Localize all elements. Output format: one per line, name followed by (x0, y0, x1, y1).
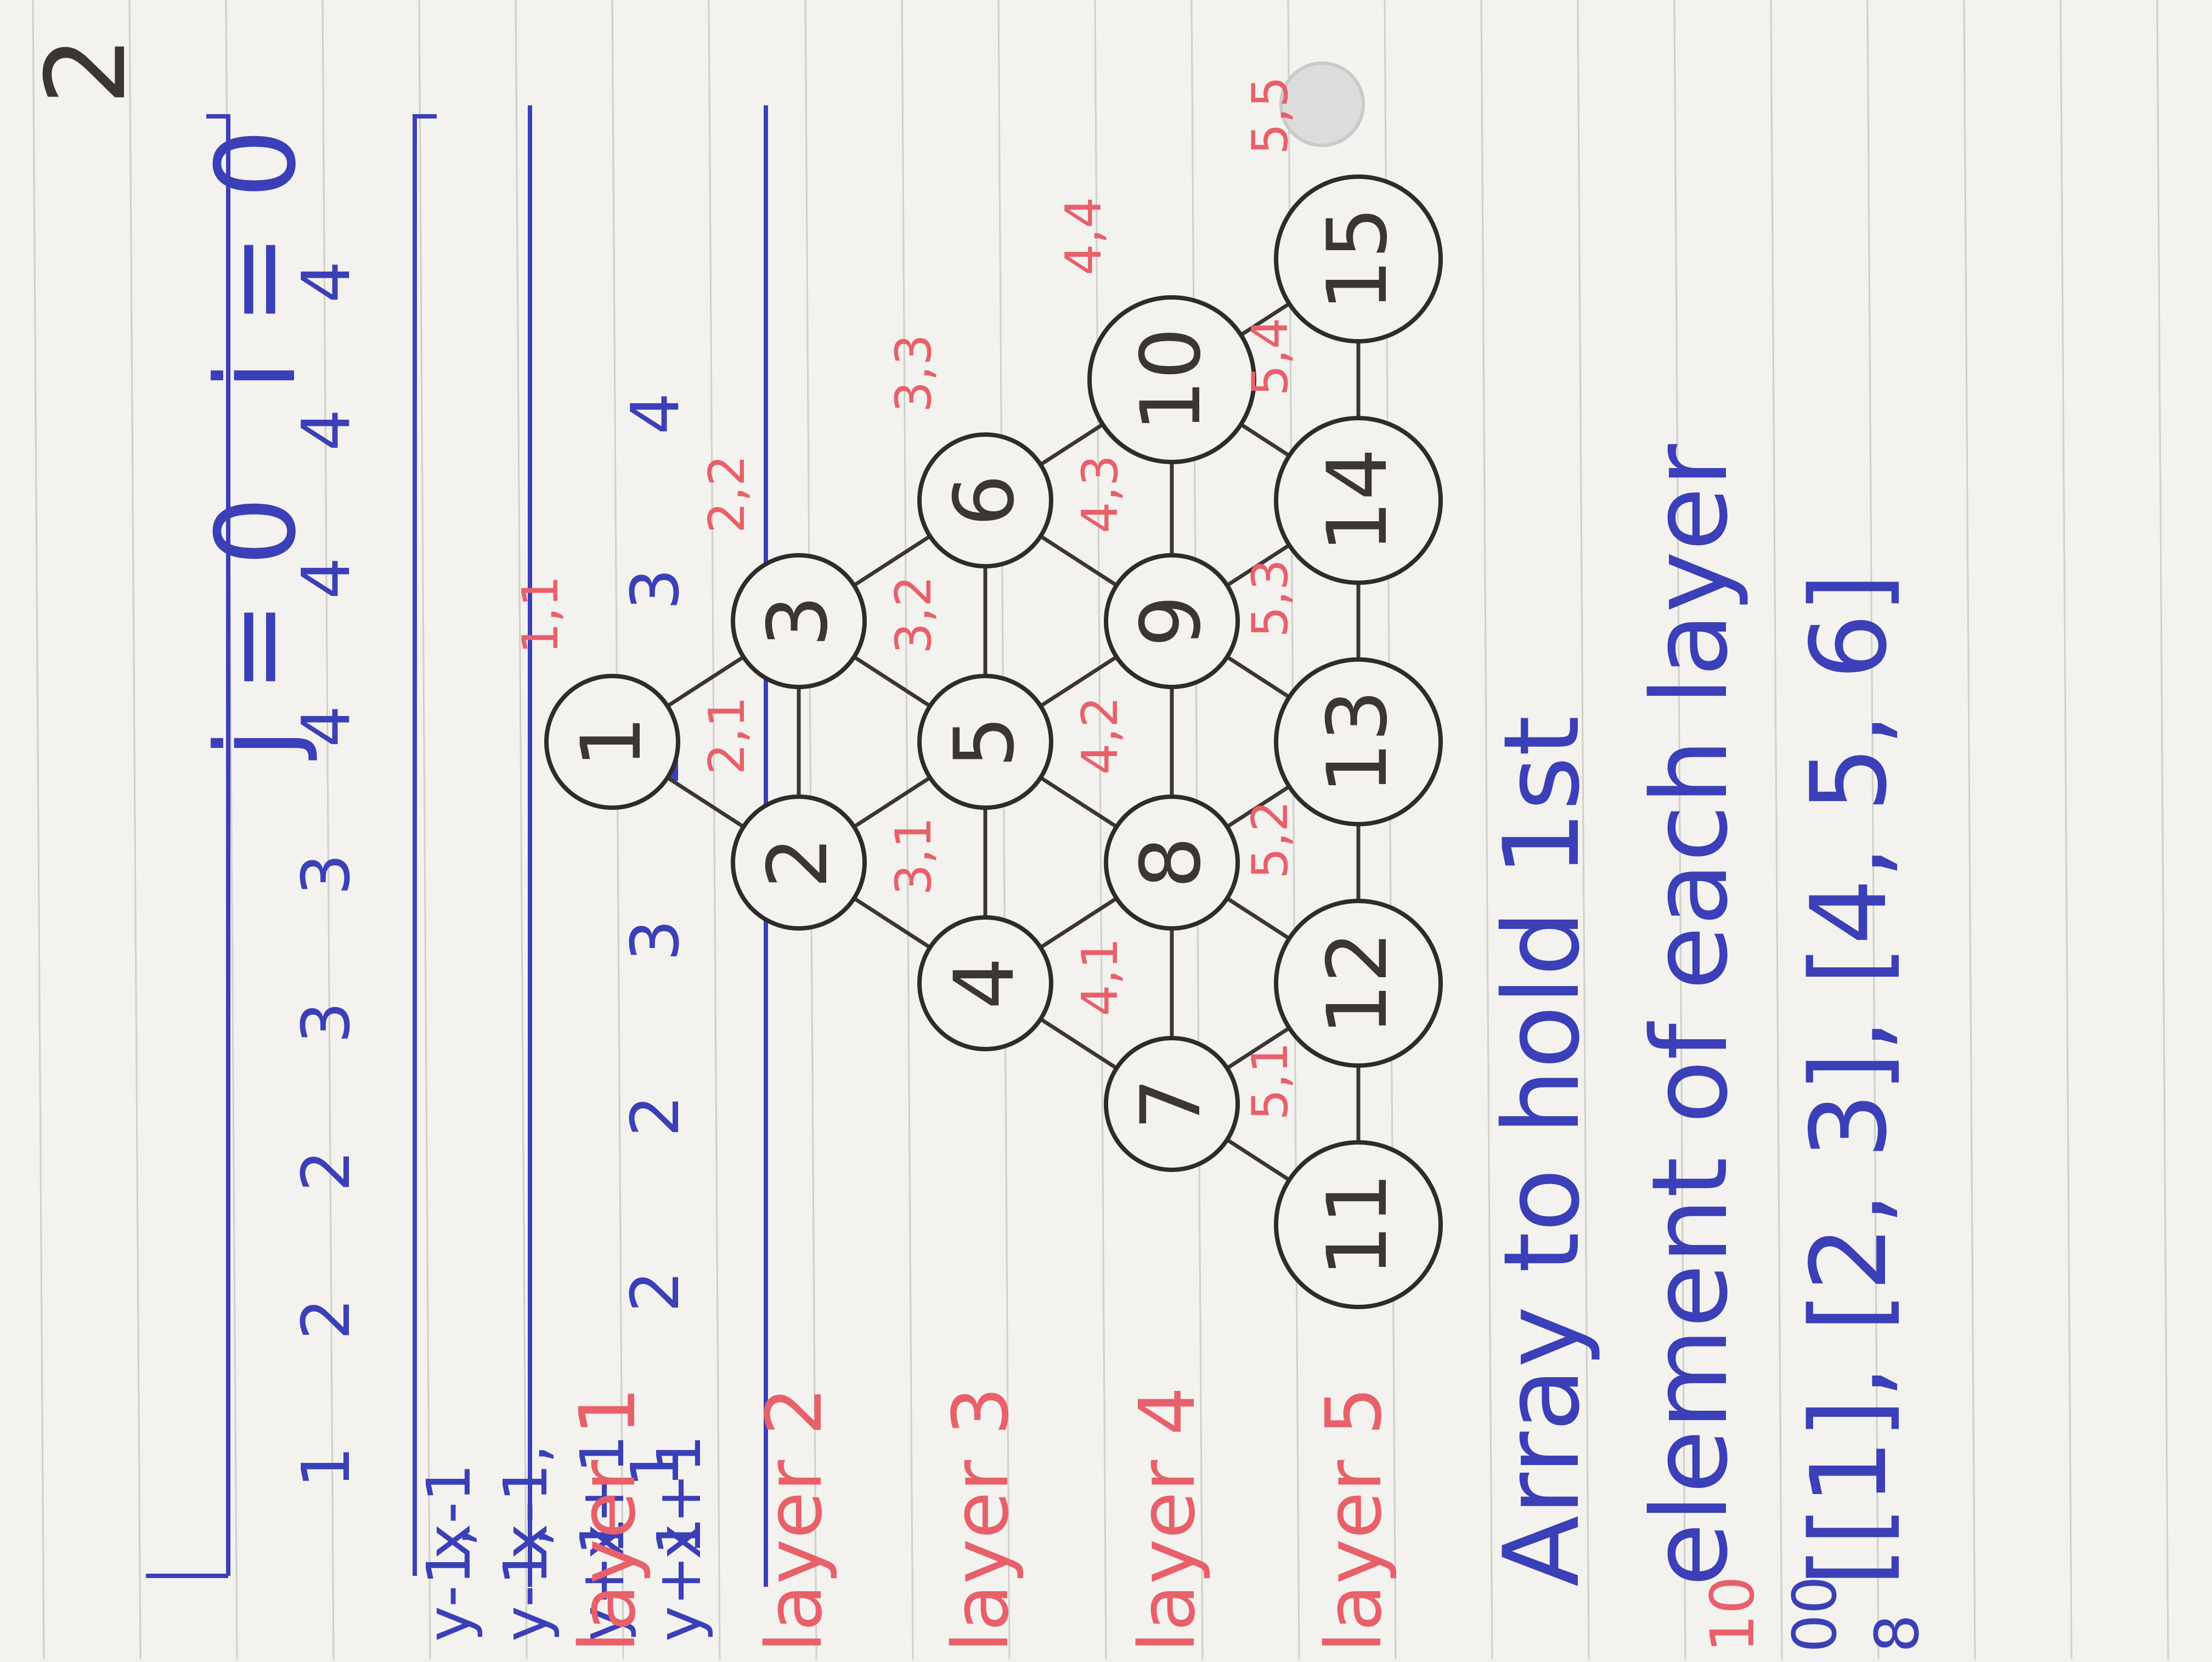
caption-line-1: Array to hold 1st (1481, 715, 1602, 1587)
bracket-top-number: 2 (289, 1150, 365, 1192)
layer-label: layer 3 (936, 1387, 1026, 1653)
node-label: 10 (1124, 328, 1219, 432)
graph-node: 155,5 (1242, 76, 1443, 343)
i-init-note: i = 0 (193, 128, 320, 391)
graph-node: 11,1 (512, 576, 680, 810)
node-label: 9 (1124, 595, 1219, 647)
layer-labels: layer 1 layer 2 layer 3 layer 4 layer 5 (563, 1387, 1399, 1653)
node-label: 15 (1310, 207, 1406, 312)
graph-node: 43,1 (885, 817, 1053, 1051)
margin-number-1: 10 (1697, 1576, 1768, 1653)
neighbor-rule: x+1 (644, 1435, 714, 1559)
graph-node: 22,1 (698, 696, 867, 931)
neighbor-rules: y-1,x-1y-1,x-1,y+1x+1y+1x+1 (414, 1435, 714, 1642)
bracket-top-number: 4 (289, 557, 365, 599)
node-coordinate: 4,4 (1055, 197, 1113, 275)
bracket-top: 1 2 2 3 3 4 4 4 4 (146, 114, 437, 1578)
graph-node: 135,3 (1242, 559, 1443, 826)
graph-node: 104,4 (1055, 197, 1256, 464)
graph-node: 84,2 (1071, 696, 1240, 931)
graph-node: 145,4 (1242, 318, 1443, 585)
node-label: 7 (1124, 1078, 1219, 1130)
bracket-bottom-number: 1 (618, 1446, 694, 1488)
node-coordinate: 4,3 (1071, 455, 1129, 533)
node-coordinate: 5,2 (1242, 801, 1299, 879)
node-coordinate: 4,2 (1071, 696, 1129, 775)
neighbor-rule: x-1, (490, 1444, 561, 1559)
node-label: 5 (937, 715, 1032, 768)
node-coordinate: 5,5 (1242, 76, 1299, 155)
graph-node: 32,2 (698, 455, 867, 689)
bracket-top-number: 3 (289, 854, 365, 895)
graph-node: 74,1 (1071, 938, 1240, 1172)
node-coordinate: 3,3 (885, 334, 943, 413)
node-label: 14 (1310, 448, 1406, 553)
node-label: 2 (751, 836, 846, 888)
graph-node: 53,2 (885, 576, 1053, 810)
node-coordinate: 3,1 (885, 817, 943, 895)
mapping-note: 2 -> 1, 3, 4, 5 (22, 0, 150, 105)
graph-node: 63,3 (885, 334, 1053, 568)
layer-label: layer 1 (563, 1387, 653, 1653)
array-literal: [[1], [2, 3], [4, 5, 6] (1788, 573, 1910, 1587)
neighbor-rule: y+1 (644, 1517, 714, 1642)
node-coordinate: 3,2 (885, 576, 943, 654)
node-label: 12 (1310, 931, 1406, 1036)
graph-node: 115,1 (1242, 1042, 1443, 1309)
margin-number-2: 00 (1780, 1576, 1850, 1653)
node-label: 8 (1124, 836, 1219, 888)
node-label: 11 (1310, 1173, 1406, 1277)
node-coordinate: 2,1 (698, 696, 756, 775)
bracket-bottom-number: 3 (618, 920, 694, 961)
neighbor-rule: y+1 (567, 1517, 637, 1642)
bracket-bottom-number: 2 (618, 1271, 694, 1312)
bracket-top-number: 3 (289, 1002, 365, 1044)
layer-label: layer 4 (1123, 1387, 1212, 1653)
neighbor-rule: x+1 (567, 1435, 637, 1559)
node-coordinate: 4,1 (1071, 938, 1129, 1016)
caption-line-2: element of each layer (1629, 443, 1751, 1587)
layer-label: layer 5 (1310, 1387, 1399, 1653)
bracket-bottom-number: 4 (618, 393, 694, 435)
node-label: 3 (751, 595, 846, 647)
node-coordinate: 5,1 (1242, 1042, 1299, 1120)
bracket-top-number: 1 (289, 1446, 365, 1488)
node-coordinate: 1,1 (512, 576, 569, 654)
graph-nodes: 11,122,132,243,153,263,374,184,294,3104,… (512, 76, 1443, 1309)
bracket-bottom-number: 2 (618, 1095, 694, 1137)
node-label: 6 (937, 474, 1032, 526)
neighbor-rule: y-1, (490, 1528, 561, 1642)
bracket-bottom-number: 3 (618, 568, 694, 610)
node-label: 4 (937, 957, 1032, 1009)
node-coordinate: 5,4 (1242, 318, 1299, 396)
neighbor-rule: x-1 (414, 1463, 484, 1559)
node-coordinate: 5,3 (1242, 559, 1299, 638)
neighbor-rule: y-1, (414, 1528, 484, 1642)
graph-node: 94,3 (1071, 455, 1240, 689)
j-init-note: j = 0 (193, 496, 320, 760)
graph-node: 125,2 (1242, 801, 1443, 1068)
layer-label: layer 2 (750, 1387, 839, 1653)
margin-number-3: 8 (1862, 1614, 1932, 1653)
node-coordinate: 2,2 (698, 455, 756, 533)
punch-hole (1279, 61, 1365, 147)
bracket-top-number: 4 (289, 409, 365, 451)
bracket-top-number: 2 (289, 1298, 365, 1340)
node-label: 13 (1310, 690, 1406, 795)
bracket-top-number: 4 (289, 261, 365, 303)
bracket-top-number: 4 (289, 706, 365, 747)
node-label: 1 (564, 715, 659, 768)
